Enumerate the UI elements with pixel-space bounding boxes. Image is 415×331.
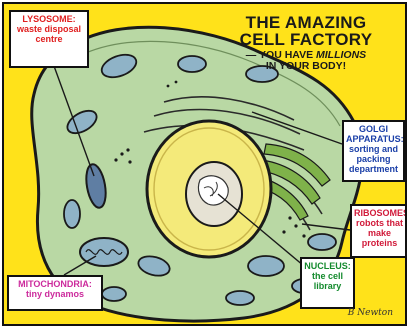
poster-title: THE AMAZING CELL FACTORY — YOU HAVE MILL…	[221, 14, 391, 71]
label-lysosome-text: waste disposal centre	[17, 24, 81, 44]
title-line-4: IN YOUR BODY!	[221, 61, 391, 72]
label-ribosomes-text: robots that make proteins	[356, 218, 403, 248]
label-golgi-text: sorting and packing department	[349, 144, 398, 174]
title-line-2: CELL FACTORY	[221, 31, 391, 48]
label-nucleus-heading: NUCLEUS:	[304, 261, 351, 271]
label-golgi-heading: GOLGI APPARATUS:	[346, 124, 401, 144]
label-lysosome: LYSOSOME: waste disposal centre	[9, 10, 89, 68]
label-golgi: GOLGI APPARATUS: sorting and packing dep…	[342, 120, 405, 182]
cell-factory-poster: THE AMAZING CELL FACTORY — YOU HAVE MILL…	[2, 2, 407, 326]
label-mitochondria: MITOCHONDRIA: tiny dynamos	[7, 275, 103, 311]
title-line-3: — YOU HAVE MILLIONS	[221, 50, 391, 61]
label-ribosomes: RIBOSOMES: robots that make proteins	[350, 204, 407, 258]
label-lysosome-heading: LYSOSOME:	[13, 14, 85, 24]
label-mitochondria-text: tiny dynamos	[26, 289, 84, 299]
label-mitochondria-heading: MITOCHONDRIA:	[11, 279, 99, 289]
label-nucleus: NUCLEUS: the cell library	[300, 257, 355, 309]
label-nucleus-text: the cell library	[312, 271, 343, 291]
title-line-1: THE AMAZING	[221, 14, 391, 31]
artist-signature: B Newton	[348, 308, 393, 318]
label-ribosomes-heading: RIBOSOMES:	[354, 208, 405, 218]
